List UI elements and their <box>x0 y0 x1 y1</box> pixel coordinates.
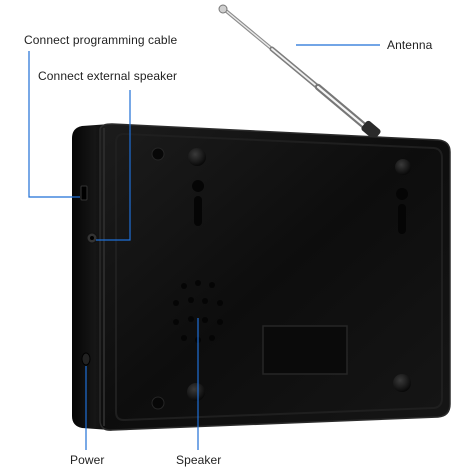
leader-lines <box>28 44 380 450</box>
leader-programming-cable <box>28 51 80 198</box>
label-programming-cable: Connect programming cable <box>24 33 178 47</box>
antenna-icon <box>218 4 381 140</box>
radio-body <box>99 123 451 431</box>
label-recess <box>262 325 348 375</box>
power-button <box>81 352 91 366</box>
label-speaker: Speaker <box>176 453 222 467</box>
programming-port <box>80 185 88 201</box>
label-power: Power <box>70 453 105 467</box>
keyhole-icon <box>192 180 409 234</box>
speaker-grille-icon <box>173 280 223 343</box>
label-antenna: Antenna <box>387 38 433 52</box>
speaker-jack <box>86 232 98 244</box>
label-external-speaker: Connect external speaker <box>38 69 178 83</box>
leader-external-speaker <box>96 90 131 241</box>
screw-icon <box>151 147 411 410</box>
